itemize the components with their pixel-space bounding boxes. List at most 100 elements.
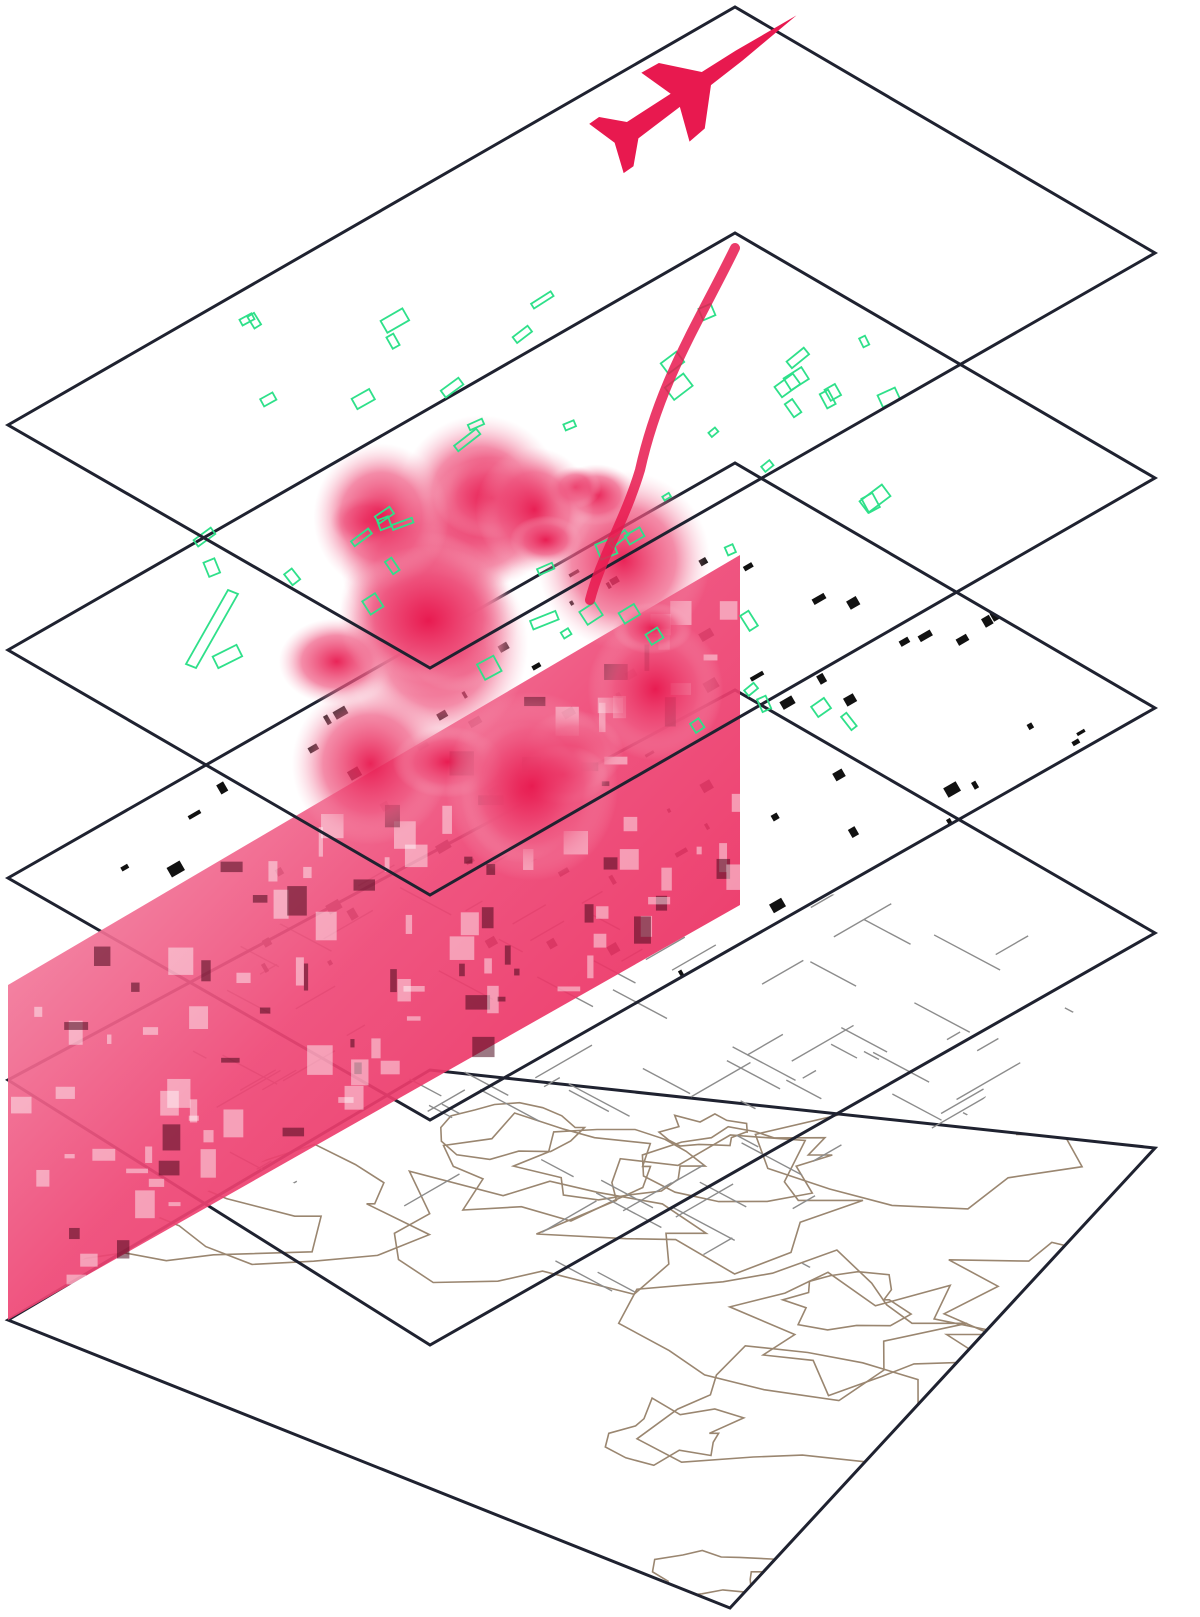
layer-frame	[4, 231, 1158, 897]
building-footprint	[1091, 658, 1105, 670]
outline-shape	[361, 592, 385, 616]
outline-shape	[282, 567, 302, 587]
rubble-fragment	[189, 1099, 198, 1123]
layer-frame	[4, 5, 1158, 670]
street-segment	[534, 1044, 593, 1079]
rubble-fragment	[380, 1060, 400, 1075]
outline-shape	[385, 332, 401, 351]
rubble-fragment	[315, 911, 337, 941]
contour-line	[641, 1125, 833, 1203]
rubble-fragment	[384, 857, 390, 872]
rubble-fragment	[64, 1154, 75, 1159]
rubble-fragment	[403, 985, 425, 992]
street-segment	[642, 1067, 691, 1095]
building-footprint	[1076, 728, 1086, 737]
aircraft-layer	[4, 5, 1158, 670]
contour-line	[779, 1270, 913, 1331]
building-footprint	[1071, 738, 1081, 747]
rubble-fragment	[168, 947, 194, 975]
outline-shape	[707, 426, 720, 439]
building-footprint	[531, 662, 542, 671]
rubble-fragment	[55, 1086, 75, 1099]
rubble-fragment	[464, 856, 473, 864]
outline-shape	[839, 711, 858, 732]
street-segment	[254, 812, 269, 820]
street-segment	[1014, 736, 1074, 771]
contour-line	[130, 1517, 288, 1596]
contour-line	[1027, 1418, 1146, 1473]
plume-cloud	[587, 617, 724, 761]
rubble-fragment	[168, 1202, 181, 1207]
outline-shape	[452, 427, 482, 453]
outline-shape	[818, 388, 837, 410]
rubble-fragment	[167, 1078, 191, 1108]
rubble-fragment	[442, 805, 452, 834]
contour-line	[8, 1443, 309, 1556]
rubble-fragment	[487, 985, 499, 1014]
building-footprint	[811, 592, 827, 605]
street-segment	[761, 959, 804, 985]
rubble-fragment	[371, 1038, 381, 1059]
outline-shape	[742, 681, 760, 698]
street-segment	[464, 1071, 509, 1096]
street-segment	[779, 858, 808, 876]
rubble-fragment	[116, 1240, 130, 1259]
rubble-fragment	[66, 1274, 87, 1285]
plume-cloud	[510, 515, 582, 565]
rubble-fragment	[307, 1045, 333, 1075]
street-segment	[675, 1183, 734, 1218]
street-segment	[726, 1059, 781, 1090]
rubble-fragment	[201, 960, 211, 982]
building-footprint	[917, 629, 933, 643]
missile-trail	[585, 243, 740, 605]
outline-shape	[723, 543, 738, 557]
rubble-fragment	[514, 968, 520, 976]
street-segment	[931, 1096, 987, 1129]
building-footprint	[120, 777, 127, 786]
street-segment	[810, 961, 857, 987]
street-segment	[788, 856, 803, 866]
rubble-fragment	[126, 1168, 149, 1174]
strike-outlines-layer	[4, 231, 1158, 897]
rubble-fragment	[203, 1130, 214, 1143]
building-footprint	[1082, 641, 1093, 654]
street-segment	[672, 1206, 736, 1241]
street-segment	[568, 1083, 630, 1117]
outline-shape	[823, 382, 843, 403]
rubble-fragment	[719, 601, 738, 620]
street-segment	[667, 1164, 704, 1187]
building-footprint	[770, 812, 780, 822]
street-segment	[555, 1260, 613, 1292]
plume-cloud	[338, 545, 519, 696]
street-segment	[1043, 1105, 1097, 1135]
contour-line	[439, 1101, 587, 1161]
building-footprint	[980, 614, 994, 628]
building-footprint	[166, 860, 185, 878]
street-segment	[833, 903, 892, 938]
rubble-fragment	[661, 867, 672, 891]
contour-line	[651, 1549, 790, 1599]
outline-shape	[349, 527, 374, 548]
rubble-fragment	[353, 879, 375, 891]
rubble-fragment	[188, 1115, 199, 1121]
rubble-fragment	[11, 1096, 32, 1114]
building-footprint	[140, 650, 153, 665]
building-footprint	[220, 736, 234, 748]
street-segment	[612, 989, 668, 1020]
street-segment	[1064, 1007, 1094, 1024]
building-footprint	[943, 781, 961, 798]
rubble-fragment	[200, 1149, 216, 1178]
street-segment	[671, 944, 717, 971]
street-segment	[736, 1134, 759, 1148]
outline-shape	[857, 334, 871, 349]
building-footprint	[749, 670, 765, 682]
building-footprint	[120, 863, 130, 872]
building-footprint	[1018, 862, 1034, 876]
outline-shape	[258, 391, 278, 408]
rubble-fragment	[107, 1034, 112, 1044]
rubble-fragment	[449, 936, 475, 960]
rubble-fragment	[406, 1016, 421, 1021]
outline-shape	[379, 307, 411, 335]
rubble-fragment	[64, 1022, 89, 1030]
street-segment	[1024, 1106, 1046, 1121]
